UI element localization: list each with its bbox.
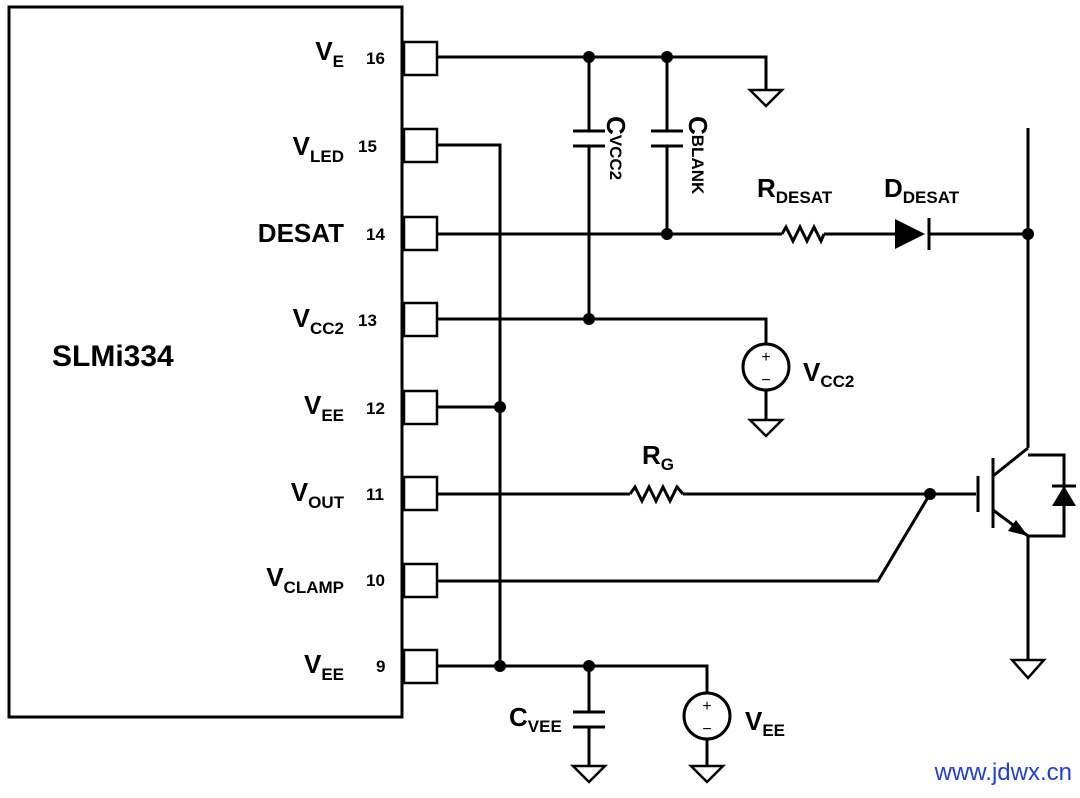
pin-13-number: 13: [358, 311, 377, 330]
capacitor-cvee: CVEE: [509, 702, 605, 736]
ground-icon: [746, 88, 786, 108]
pin-9-label: VEE: [304, 649, 344, 684]
ground-icon: [569, 764, 609, 784]
ground-icon: [1009, 658, 1047, 680]
minus-sign: −: [702, 721, 711, 738]
junction: [583, 660, 595, 672]
resistor-rdesat: RDESAT: [757, 173, 833, 245]
pin-10-label: VCLAMP: [266, 562, 344, 597]
ground-icon: [746, 418, 786, 438]
cvee-label: CVEE: [509, 702, 562, 736]
source-vee: + − VEE: [682, 691, 785, 741]
plus-sign: +: [702, 698, 711, 715]
junction: [583, 313, 595, 325]
freewheel-diode-icon: [1052, 486, 1076, 506]
capacitor-cvcc2: CVCC2: [573, 116, 631, 180]
pin-12-number: 12: [366, 399, 385, 418]
wire-vled-bus: [437, 143, 502, 666]
wire-vcc2: [437, 317, 768, 344]
diode-icon: [895, 219, 925, 249]
junction: [1022, 228, 1034, 240]
junction: [661, 228, 673, 240]
pin-14-number: 14: [366, 225, 385, 244]
diode-ddesat: DDESAT: [884, 173, 960, 250]
pin-13-pad: [402, 301, 439, 338]
wires: [437, 55, 1030, 766]
ground-icon: [687, 764, 727, 784]
pin-10-pad: [402, 562, 439, 599]
pin-10-number: 10: [366, 571, 385, 590]
junction: [494, 401, 506, 413]
pin-14-pad: [402, 215, 439, 252]
cblank-label: CBLANK: [683, 116, 713, 195]
ic-body: [7, 5, 404, 719]
source-vcc2: + − VCC2: [741, 342, 854, 392]
resistor-zigzag: [628, 483, 685, 505]
minus-sign: −: [761, 372, 770, 389]
pin-10: VCLAMP 10: [266, 562, 439, 599]
watermark: www.jdwx.cn: [934, 759, 1072, 786]
pin-13-label: VCC2: [293, 303, 344, 338]
plus-sign: +: [761, 349, 770, 366]
resistor-rg: RG: [628, 440, 685, 505]
vcc2-source-label: VCC2: [803, 357, 854, 391]
pin-14-label: DESAT: [258, 218, 344, 248]
pin-9-number: 9: [376, 657, 385, 676]
pin-16-number: 16: [366, 49, 385, 68]
vee-source-label: VEE: [745, 706, 785, 740]
pin-13: VCC2 13: [293, 301, 439, 338]
pin-15-pad: [402, 127, 439, 164]
igbt-emitter-arrow: [1008, 520, 1028, 536]
junction: [924, 488, 936, 500]
junctions: [494, 51, 1034, 672]
pin-16: VE 16: [315, 36, 439, 77]
pin-11-number: 11: [366, 485, 384, 504]
voltage-source-icon: [741, 342, 791, 392]
voltage-source-icon: [682, 691, 732, 741]
pin-15-label: VLED: [293, 131, 344, 166]
ddesat-label: DDESAT: [884, 173, 960, 207]
junction: [583, 51, 595, 63]
wire-ve: [437, 55, 768, 90]
pin-16-label: VE: [315, 36, 344, 71]
pin-11-label: VOUT: [291, 477, 345, 512]
junction: [661, 51, 673, 63]
pin-15-number: 15: [358, 137, 377, 156]
pin-11: VOUT 11: [291, 475, 439, 512]
pin-16-pad: [402, 40, 439, 77]
pin-15: VLED 15: [293, 127, 439, 166]
pin-14: DESAT 14: [258, 215, 439, 252]
resistor-zigzag: [780, 223, 826, 245]
wire-vclamp: [437, 493, 932, 583]
pin-12-pad: [402, 389, 439, 426]
rg-label: RG: [642, 440, 674, 474]
pin-12-label: VEE: [304, 390, 344, 425]
junction: [494, 660, 506, 672]
chip-name: SLMi334: [52, 340, 174, 373]
wire-vee9: [437, 664, 709, 693]
igbt-collector-leg: [992, 446, 1029, 478]
ground-symbols: [569, 88, 1047, 784]
igbt-icon: [976, 446, 1076, 538]
pin-11-pad: [402, 475, 439, 512]
capacitor-cblank: CBLANK: [651, 116, 713, 195]
pin-9: VEE 9: [304, 648, 439, 685]
rdesat-label: RDESAT: [757, 173, 833, 207]
cvcc2-label: CVCC2: [601, 116, 631, 180]
pin-12: VEE 12: [304, 389, 439, 426]
pin-9-pad: [402, 648, 439, 685]
